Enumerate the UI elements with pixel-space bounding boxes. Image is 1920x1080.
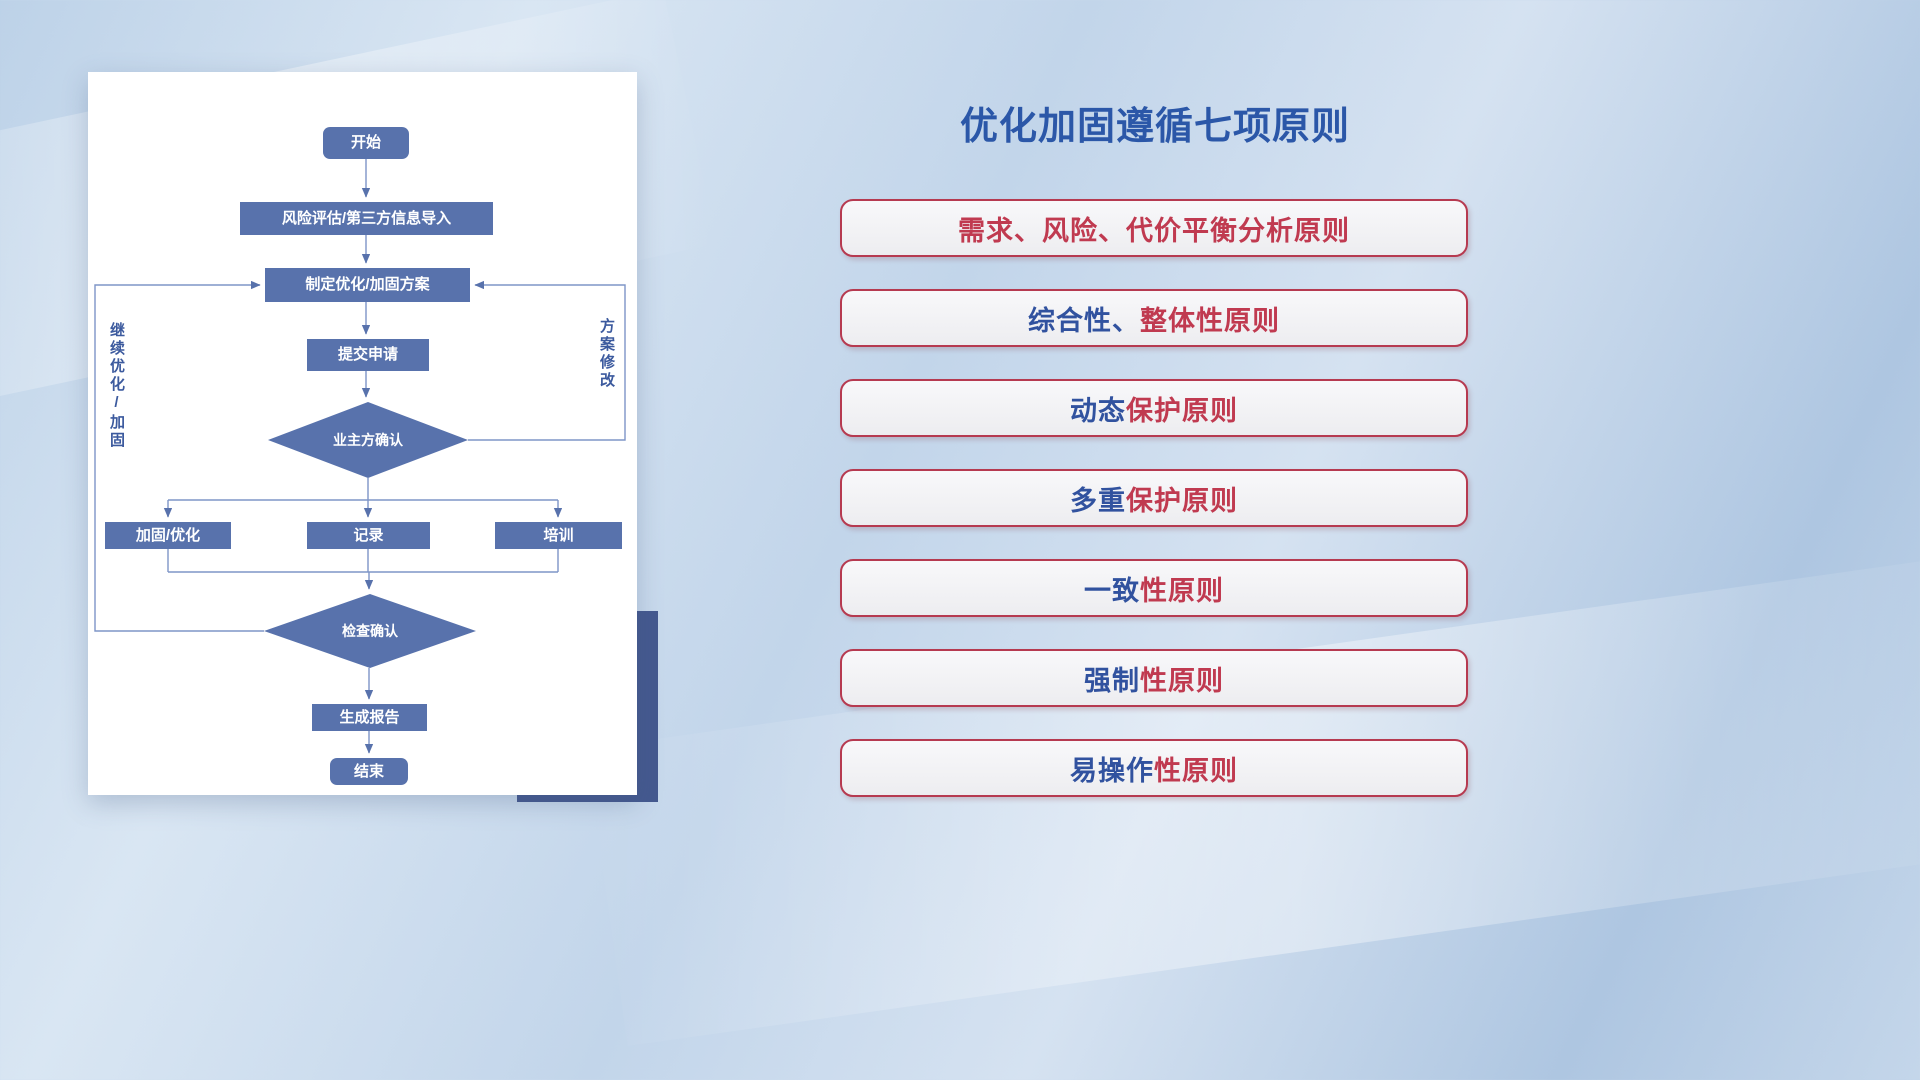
flow-node-record: 记录 — [307, 522, 430, 549]
principle-text: 易操作 — [1070, 755, 1154, 786]
principle-text: 保护原则 — [1126, 485, 1238, 516]
flow-node-check-confirm: 检查确认 — [264, 594, 476, 668]
principle-text: 需求、风险、代价平衡分析原则 — [958, 215, 1350, 246]
principle-text: 性原则 — [1140, 575, 1224, 606]
principle-box: 多重保护原则 — [840, 469, 1468, 527]
principle-text: 保护原则 — [1126, 395, 1238, 426]
page-title: 优化加固遵循七项原则 — [959, 106, 1350, 148]
flow-node-end: 结束 — [330, 758, 408, 785]
principle-box: 动态保护原则 — [840, 379, 1468, 437]
flow-node-owner-confirm: 业主方确认 — [268, 402, 468, 478]
flow-label-continue-loop: 继续优化/加固 — [108, 322, 125, 450]
principle-text: 一致 — [1084, 575, 1140, 606]
principle-box: 需求、风险、代价平衡分析原则 — [840, 199, 1468, 257]
flow-label-plan-revision: 方案修改 — [598, 318, 615, 390]
principle-text: 综合性、 — [1028, 305, 1140, 336]
principles-list: 需求、风险、代价平衡分析原则综合性、整体性原则动态保护原则多重保护原则一致性原则… — [840, 199, 1468, 797]
flow-node-submit: 提交申请 — [307, 339, 429, 371]
principle-text: 多重 — [1070, 485, 1126, 516]
principle-box: 综合性、整体性原则 — [840, 289, 1468, 347]
flowchart-card: 开始 风险评估/第三方信息导入 制定优化/加固方案 提交申请 业主方确认 加固/… — [88, 72, 637, 795]
flow-node-risk-import: 风险评估/第三方信息导入 — [240, 202, 493, 235]
principle-box: 强制性原则 — [840, 649, 1468, 707]
principle-text: 性原则 — [1154, 755, 1238, 786]
flowchart-connectors — [94, 159, 626, 754]
principle-text: 整体性原则 — [1140, 305, 1280, 336]
principle-text: 性原则 — [1140, 665, 1224, 696]
principle-box: 易操作性原则 — [840, 739, 1468, 797]
principle-text: 强制 — [1084, 665, 1140, 696]
flow-node-start: 开始 — [323, 127, 409, 159]
flow-node-reinforce: 加固/优化 — [105, 522, 231, 549]
flow-node-make-plan: 制定优化/加固方案 — [265, 268, 470, 302]
flow-node-report: 生成报告 — [312, 704, 427, 731]
principle-text: 动态 — [1070, 395, 1126, 426]
principle-box: 一致性原则 — [840, 559, 1468, 617]
flow-node-training: 培训 — [495, 522, 622, 549]
